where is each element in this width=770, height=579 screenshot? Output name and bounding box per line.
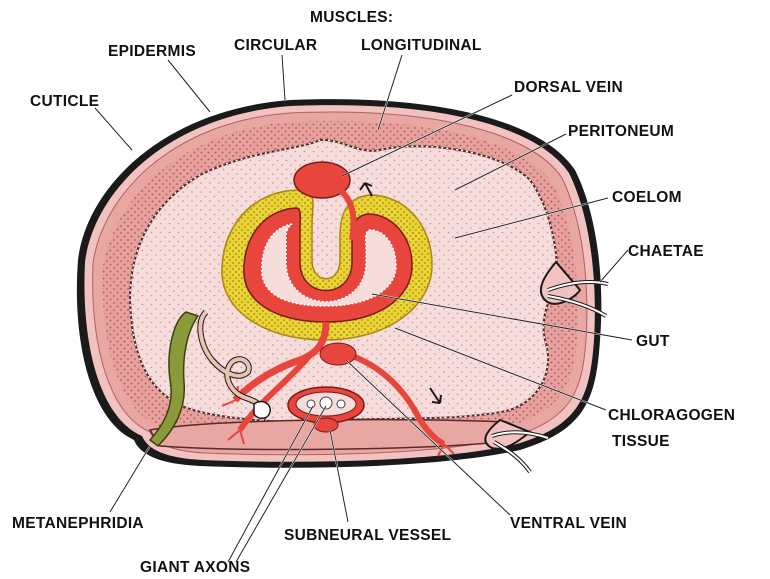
label-coelom: COELOM <box>612 189 682 206</box>
label-metanephridia: METANEPHRIDIA <box>12 515 144 532</box>
nephrostome <box>254 402 270 419</box>
giant-axon-left <box>307 400 315 408</box>
label-muscles: MUSCLES: <box>310 9 393 26</box>
label-cuticle: CUTICLE <box>30 93 99 110</box>
label-chloragogen-line1: CHLORAGOGEN <box>608 407 735 424</box>
label-longitudinal: LONGITUDINAL <box>361 37 482 54</box>
giant-axon-right <box>337 400 345 408</box>
label-giant-axons: GIANT AXONS <box>140 559 250 576</box>
label-dorsal-vein: DORSAL VEIN <box>514 79 623 96</box>
label-peritoneum: PERITONEUM <box>568 123 674 140</box>
label-subneural-vessel: SUBNEURAL VESSEL <box>284 527 451 544</box>
ventral-vein <box>320 343 356 365</box>
label-chaetae: CHAETAE <box>628 243 704 260</box>
label-circular: CIRCULAR <box>234 37 317 54</box>
label-chloragogen-line2: TISSUE <box>612 433 670 450</box>
label-gut: GUT <box>636 333 670 350</box>
label-ventral-vein: VENTRAL VEIN <box>510 515 627 532</box>
label-epidermis: EPIDERMIS <box>108 43 196 60</box>
